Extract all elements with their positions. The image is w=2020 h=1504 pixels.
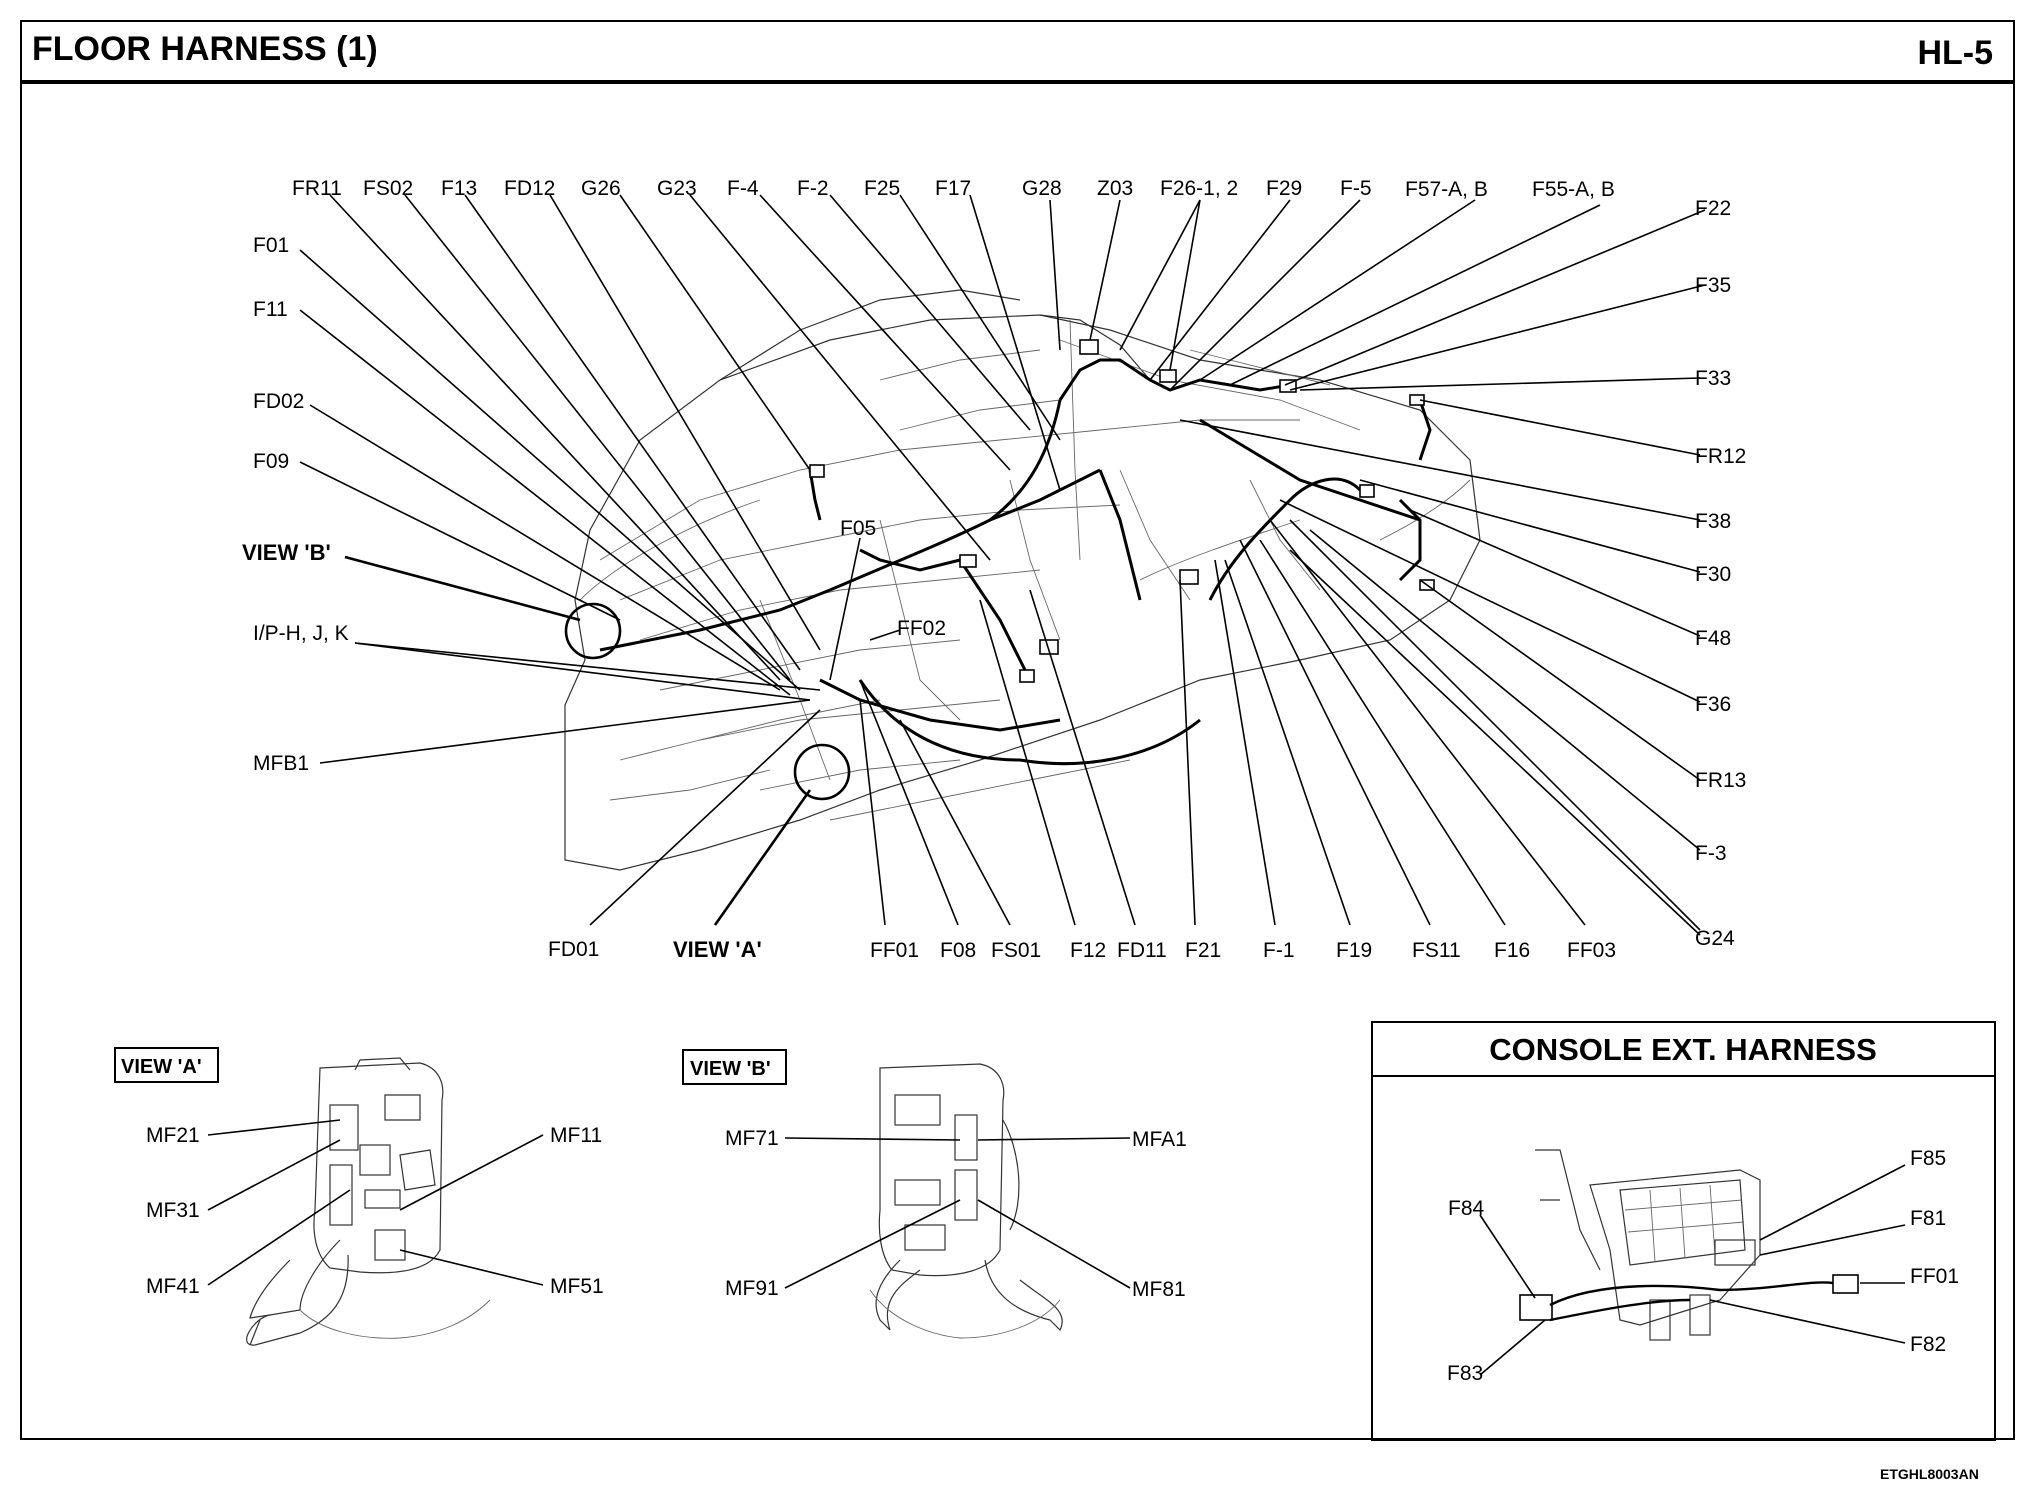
view-a-title: VIEW 'A'	[121, 1056, 202, 1078]
page-id: HL-5	[1917, 34, 1993, 72]
label-mfa1: MFA1	[1132, 1128, 1187, 1151]
label-f01: F01	[253, 234, 289, 257]
label-f26: F26-1, 2	[1160, 177, 1238, 200]
label-fd02: FD02	[253, 390, 304, 413]
drawing-frame: FLOOR HARNESS (1) HL-5	[20, 20, 2015, 1440]
label-f38: F38	[1695, 510, 1731, 533]
label-fd12: FD12	[504, 177, 555, 200]
leader-lines	[299, 194, 1706, 936]
label-mf11: MF11	[550, 1124, 602, 1147]
label-fr13: FR13	[1695, 769, 1746, 792]
label-mf51: MF51	[550, 1275, 604, 1298]
label-f82: F82	[1910, 1333, 1946, 1356]
page-title: FLOOR HARNESS (1)	[32, 30, 378, 68]
label-view-a: VIEW 'A'	[673, 937, 762, 962]
label-f21: F21	[1185, 939, 1221, 962]
label-mfb1: MFB1	[253, 752, 309, 775]
label-f35: F35	[1695, 274, 1731, 297]
view-b-title: VIEW 'B'	[690, 1058, 771, 1080]
harness-wiring	[599, 358, 1432, 766]
label-f08: F08	[940, 939, 976, 962]
view-a-marker	[793, 743, 851, 801]
callout-labels: FR11 FS02 F13 FD12 G26 G23 F-4 F-2 F25 F…	[242, 177, 1746, 962]
label-f09: F09	[253, 450, 289, 473]
label-fs02: FS02	[363, 177, 413, 200]
label-ff01-console: FF01	[1910, 1265, 1959, 1288]
label-f48: F48	[1695, 627, 1731, 650]
label-f19: F19	[1336, 939, 1372, 962]
view-b-inset: VIEW 'B' MF71 MF91 MFA1 MF81	[682, 1049, 1187, 1339]
label-ip-hjk: I/P-H, J, K	[253, 622, 349, 645]
view-b-marker	[564, 602, 622, 660]
label-view-b: VIEW 'B'	[242, 540, 331, 565]
label-f13: F13	[441, 177, 477, 200]
label-ff01: FF01	[870, 939, 919, 962]
label-mf91: MF91	[725, 1277, 779, 1300]
label-f25: F25	[864, 177, 900, 200]
label-mf81: MF81	[1132, 1278, 1186, 1301]
label-f11: F11	[253, 298, 288, 321]
label-f36: F36	[1695, 693, 1731, 716]
title-bar: FLOOR HARNESS (1) HL-5	[22, 22, 2013, 84]
label-ff02: FF02	[897, 617, 946, 640]
label-f81: F81	[1910, 1207, 1946, 1230]
label-z03: Z03	[1097, 177, 1133, 200]
label-mf41: MF41	[146, 1275, 200, 1298]
label-f-2: F-2	[797, 177, 829, 200]
label-f83: F83	[1447, 1362, 1483, 1385]
label-fd11: FD11	[1117, 939, 1167, 962]
label-f05: F05	[840, 517, 876, 540]
label-f-4: F-4	[727, 177, 759, 200]
label-fd01: FD01	[548, 938, 599, 961]
label-f17: F17	[935, 177, 971, 200]
label-ff03: FF03	[1567, 939, 1616, 962]
label-f84: F84	[1448, 1197, 1485, 1220]
label-f-5: F-5	[1340, 177, 1372, 200]
label-f85: F85	[1910, 1147, 1946, 1170]
label-f-3: F-3	[1695, 842, 1727, 865]
label-f55: F55-A, B	[1532, 178, 1615, 201]
label-f29: F29	[1266, 177, 1302, 200]
label-f30: F30	[1695, 563, 1731, 586]
label-g26: G26	[581, 177, 621, 200]
console-title: CONSOLE EXT. HARNESS	[1489, 1032, 1877, 1067]
label-fs01: FS01	[991, 939, 1041, 962]
console-ext-harness-box: CONSOLE EXT. HARNESS F84 F83 F85 F81 FF0…	[1371, 1021, 1996, 1441]
label-mf71: MF71	[725, 1127, 779, 1150]
label-f57: F57-A, B	[1405, 178, 1488, 201]
label-fr12: FR12	[1695, 445, 1746, 468]
label-mf31: MF31	[146, 1199, 200, 1222]
label-f16: F16	[1494, 939, 1530, 962]
label-g28: G28	[1022, 177, 1062, 200]
car-body-outline	[564, 289, 1481, 871]
label-fr11: FR11	[292, 177, 342, 200]
label-f22: F22	[1695, 197, 1731, 220]
view-a-inset: VIEW 'A' MF21 MF31 MF41 MF11 MF51	[114, 1047, 604, 1346]
label-g24: G24	[1695, 927, 1735, 950]
drawing-code: ETGHL8003AN	[1880, 1466, 1979, 1482]
label-f33: F33	[1695, 367, 1731, 390]
label-g23: G23	[657, 177, 697, 200]
label-f-1: F-1	[1263, 939, 1295, 962]
label-f12: F12	[1070, 939, 1106, 962]
label-fs11: FS11	[1412, 939, 1461, 962]
label-mf21: MF21	[146, 1124, 200, 1147]
